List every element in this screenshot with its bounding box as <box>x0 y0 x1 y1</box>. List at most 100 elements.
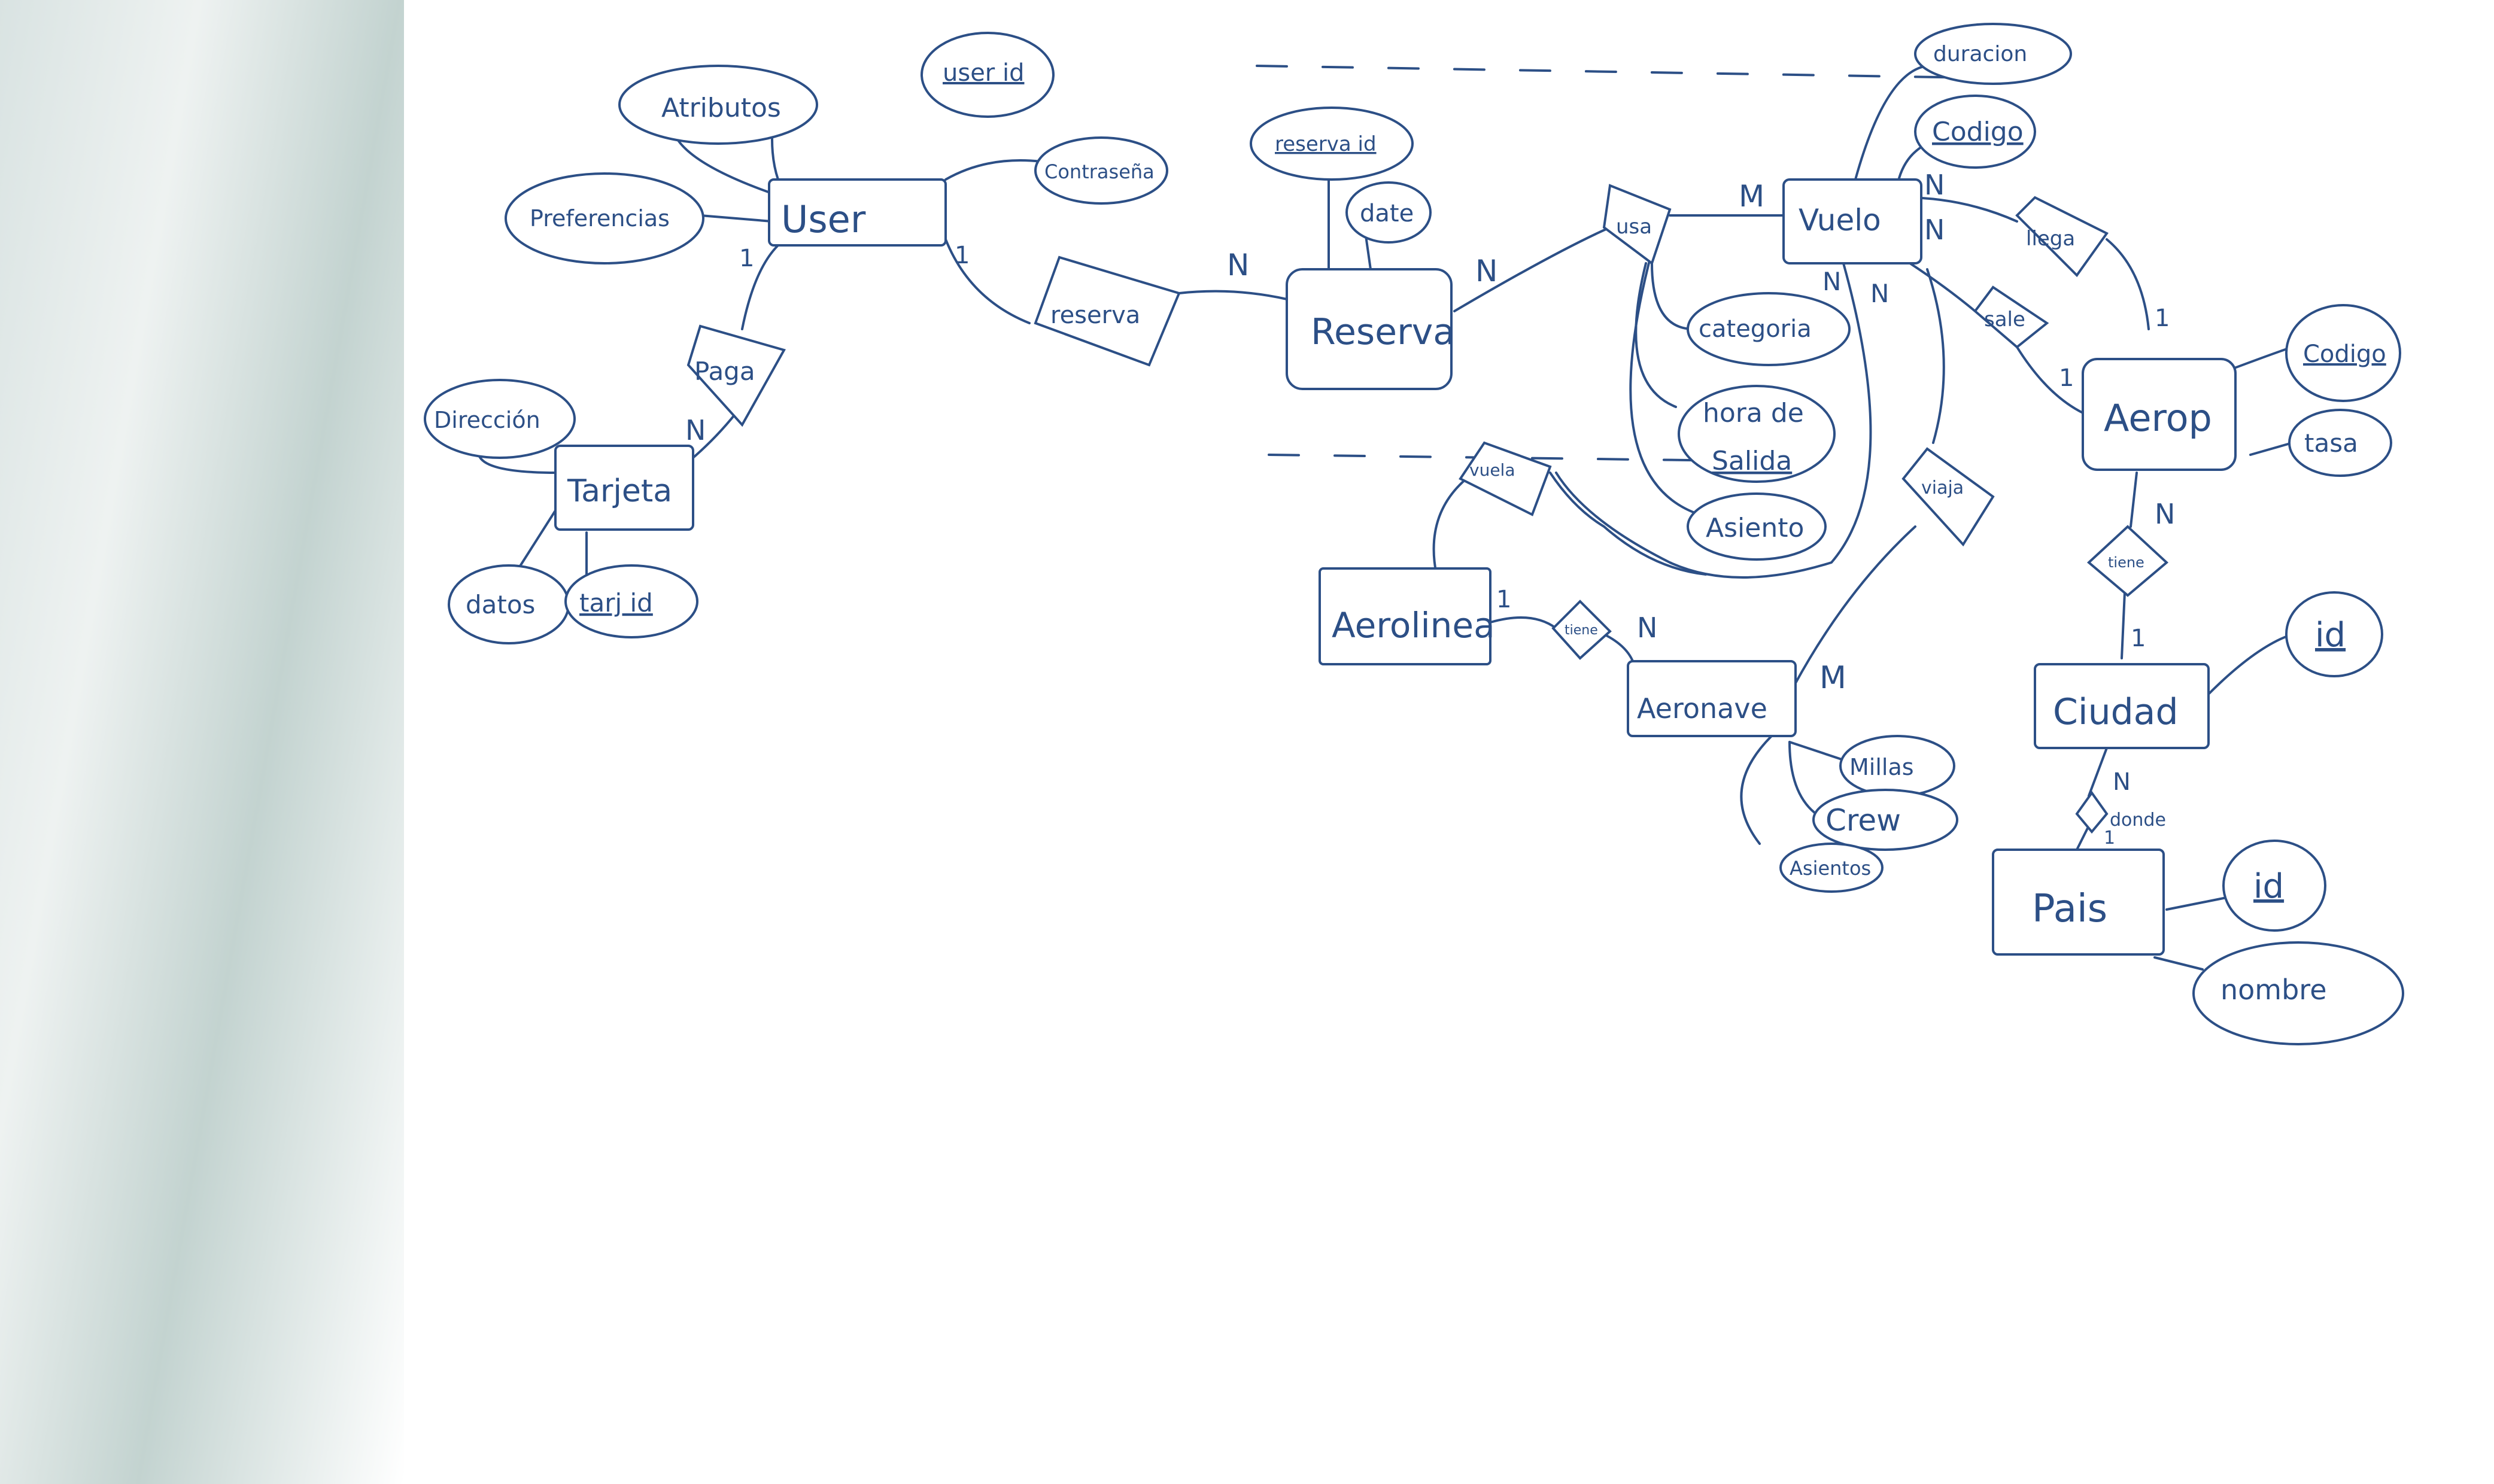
attribute-reserva-id: reserva id <box>1250 107 1414 181</box>
attribute-label: id <box>2315 616 2346 655</box>
relationship-label: viaja <box>1921 478 1964 498</box>
entity-label: Pais <box>2032 887 2107 931</box>
cardinality: M <box>1739 179 1764 214</box>
entity-label: Aeronave <box>1637 692 1767 725</box>
attribute-duracion: duracion <box>1914 23 2072 85</box>
attribute-label: Millas <box>1849 754 1914 780</box>
attribute-label: Preferencias <box>530 205 670 232</box>
attribute-label: Dirección <box>434 407 540 433</box>
cardinality: M <box>1819 660 1846 696</box>
attribute-tarj-id: tarj id <box>564 564 698 638</box>
entity-label: Tarjeta <box>567 473 672 509</box>
cardinality: N <box>2155 498 2175 530</box>
cardinality: N <box>685 414 706 446</box>
attribute-label: Salida <box>1712 446 1792 476</box>
relationship-viaja: viaja <box>1901 447 1995 547</box>
cardinality: 1 <box>1496 586 1511 613</box>
attribute-date: date <box>1345 181 1432 244</box>
relationship-reserva: reserva <box>1034 256 1181 367</box>
entity-tarjeta: Tarjeta <box>554 445 694 531</box>
relationship-label: Paga <box>694 357 755 386</box>
attribute-label: hora de <box>1703 398 1804 428</box>
entity-label: Vuelo <box>1799 203 1881 238</box>
attribute-datos: datos <box>448 564 570 644</box>
entity-label: Aerolinea <box>1332 605 1495 646</box>
attribute-label: Contraseña <box>1044 160 1155 183</box>
entity-ciudad: Ciudad <box>2034 663 2210 749</box>
attribute-tasa: tasa <box>2288 409 2392 477</box>
attribute-categoria: categoria <box>1687 292 1851 366</box>
relationship-label: sale <box>1984 308 2025 332</box>
relationship-label: reserva <box>1050 302 1140 329</box>
cardinality: 1 <box>2131 625 2146 652</box>
attribute-crew: Crew <box>1812 789 1958 851</box>
cardinality: 1 <box>955 242 970 269</box>
relationship-sale: sale <box>1973 285 2049 349</box>
relationship-llega: llega <box>2015 196 2109 278</box>
dashed-boundary <box>1256 65 1976 462</box>
attribute-label: duracion <box>1933 42 2027 66</box>
attribute-contrasena: Contraseña <box>1034 136 1168 205</box>
entity-aeronave: Aeronave <box>1627 660 1797 737</box>
relationship-label: donde <box>2110 810 2166 831</box>
attribute-user-id: user id <box>921 32 1055 118</box>
attribute-preferencias: Preferencias <box>505 172 704 264</box>
attribute-pais-id: id <box>2222 840 2326 932</box>
cardinality: 1 <box>2155 305 2170 332</box>
attribute-codigo-vuelo: Codigo <box>1914 95 2036 169</box>
relationship-tiene-aerop: tiene <box>2086 525 2169 597</box>
attribute-label: date <box>1360 200 1414 227</box>
attribute-asientos: Asientos <box>1779 843 1884 893</box>
relationship-donde: donde <box>2075 790 2166 834</box>
attribute-asiento-vuelo: Asiento <box>1687 492 1827 561</box>
attribute-label: Codigo <box>1932 117 2024 147</box>
cardinality: N <box>1870 279 1889 308</box>
entity-label: User <box>781 197 866 241</box>
cardinality-labels: 1 N 1 N N M N N N N 1 1 1 N M N 1 N 1 <box>685 169 2175 849</box>
relationship-tiene-aerolinea: tiene <box>1551 600 1612 660</box>
entity-aerop: Aerop <box>2082 358 2237 471</box>
cardinality: N <box>2113 768 2131 796</box>
attribute-label: datos <box>466 590 535 619</box>
attribute-label: Codigo <box>2303 340 2386 368</box>
entity-label: Reserva <box>1311 311 1455 353</box>
attribute-atributos: Atributos <box>618 65 818 145</box>
relationship-paga: Paga <box>686 324 786 427</box>
cardinality: N <box>1637 612 1657 644</box>
attribute-label: Asientos <box>1790 857 1871 880</box>
attribute-label: Asiento <box>1706 513 1804 543</box>
attribute-label: Atributos <box>661 93 781 123</box>
cardinality: N <box>1822 267 1841 296</box>
cardinality: N <box>1475 254 1497 288</box>
cardinality: 1 <box>2104 828 2115 849</box>
relationship-label: vuela <box>1469 460 1515 480</box>
attribute-label: nombre <box>2220 974 2327 1006</box>
attribute-direccion: Dirección <box>424 379 576 459</box>
relationship-vuela: vuela <box>1459 441 1552 516</box>
cardinality: N <box>1924 169 1945 201</box>
entity-reserva: Reserva <box>1286 268 1455 390</box>
cardinality: N <box>1924 214 1945 246</box>
attribute-millas: Millas <box>1839 735 1955 797</box>
relationship-usa: usa <box>1602 184 1672 266</box>
attribute-label: tarj id <box>579 588 653 618</box>
attribute-codigo-aerop: Codigo <box>2285 304 2401 402</box>
attribute-ciudad-id: id <box>2285 591 2383 677</box>
entity-pais: Pais <box>1992 849 2165 956</box>
relationship-label: tiene <box>2108 554 2144 571</box>
scan-edge-shadow <box>0 0 404 1484</box>
connectors <box>477 65 2293 971</box>
cardinality: 1 <box>2059 364 2074 392</box>
relationship-label: llega <box>2026 227 2075 251</box>
entity-user: User <box>768 178 947 247</box>
relationship-label: usa <box>1616 215 1652 239</box>
attribute-label: id <box>2253 867 2284 906</box>
entity-aerolinea: Aerolinea <box>1319 567 1495 665</box>
cardinality: 1 <box>739 245 754 272</box>
attribute-nombre: nombre <box>2192 941 2404 1045</box>
attribute-label: tasa <box>2304 428 2358 458</box>
entity-label: Aerop <box>2104 396 2212 440</box>
attribute-label: user id <box>943 59 1024 87</box>
attribute-hora-salida: hora de Salida <box>1678 385 1836 483</box>
